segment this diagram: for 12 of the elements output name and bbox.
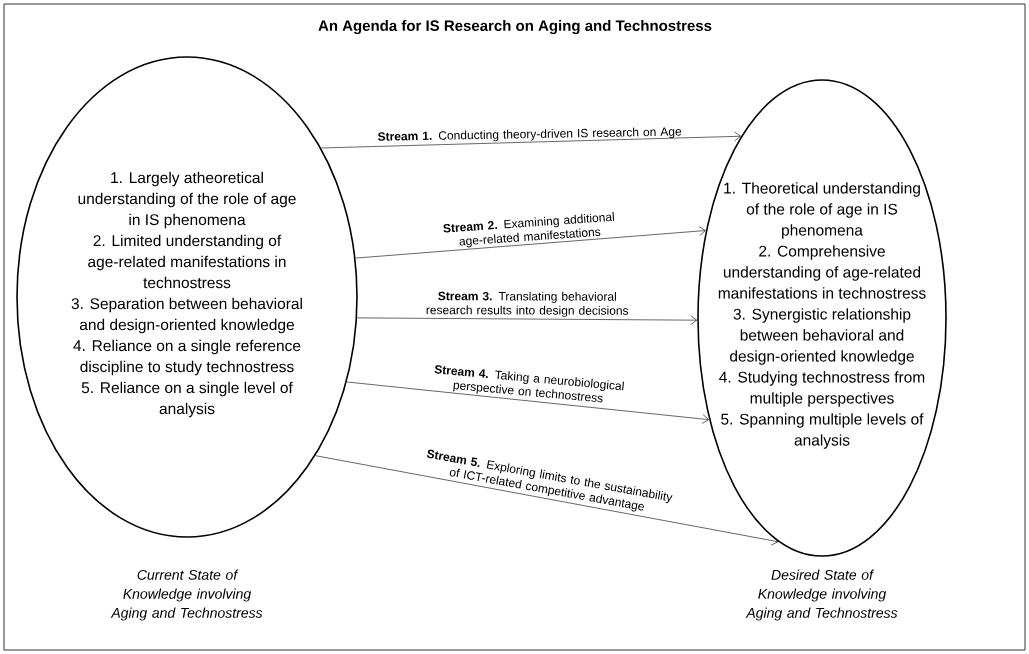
arrow bbox=[320, 131, 741, 149]
node-label: Desired State of Knowledge involving Aging and Technostress bbox=[745, 569, 898, 621]
arrow bbox=[356, 315, 697, 325]
arrow bbox=[346, 381, 709, 424]
edge-label: Stream 3. Translating behavioral research results into design decisions bbox=[426, 291, 629, 318]
title: An Agenda for IS Research on Aging and Technostress bbox=[318, 20, 712, 35]
edge-label: Stream 4. Taking a neurobiological perspective on technostress bbox=[434, 365, 624, 403]
arrow bbox=[315, 455, 779, 546]
edge-label: Stream 2. Examining additional age-related manifestations bbox=[443, 212, 615, 248]
arrow bbox=[355, 226, 706, 259]
node-label: Current State of Knowledge involving Aging and Technostress bbox=[110, 569, 263, 621]
edge-label: Stream 1. Conducting theory-driven IS research on Age bbox=[378, 127, 682, 142]
